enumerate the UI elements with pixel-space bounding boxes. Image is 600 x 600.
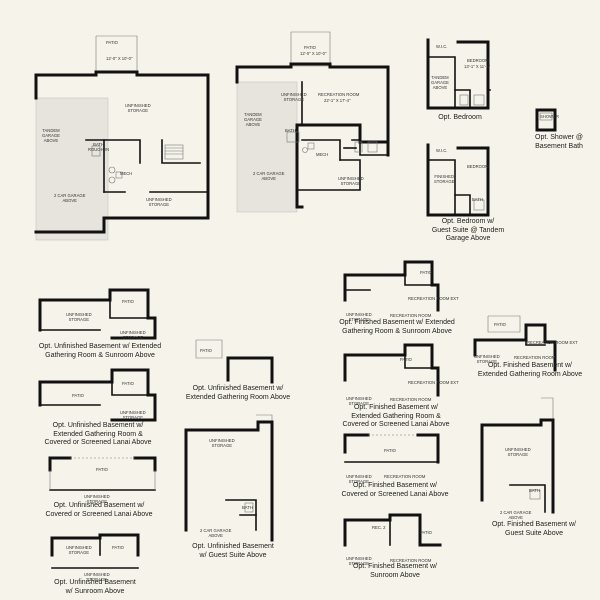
caption-opt-bedroom: Opt. Bedroom [438,114,482,121]
wic-label: W.I.C. [436,44,448,49]
fin-ext-gathering-drawing [473,315,557,372]
unfinished-storage-label: UNFINISHED STORAGE [125,103,151,113]
caption-opt-shower: Opt. Shower @ Basement Bath [535,134,583,150]
caption-unf-ext-gathering-lanai: Opt. Unfinished Basement w/ Extended Gat… [44,422,152,446]
fin-guest-suite-drawing [480,397,555,514]
caption-unf-lanai: Opt. Unfinished Basement w/ Covered or S… [45,502,153,518]
recreation-room-label: RECREATION ROOM [514,355,556,360]
fin-ext-gathering-lanai-drawing [343,343,440,397]
unfinished-storage-label: UNFINISHED STORAGE [66,545,92,555]
unfinished-storage-label: UNFINISHED STORAGE [84,572,110,582]
recreation-room-ext-label: RECREATION ROOM EXT [408,380,459,385]
tandem-garage-label: TANDEM GARAGE ABOVE [42,128,60,143]
rec-2-label: REC. 2 [372,525,386,530]
recreation-room-dimension: 22'-1" x 17'-4" [324,98,351,103]
patio-dimension: 12'-0" x 10'-0" [300,51,327,56]
caption-fin-ext-gathering-lanai: Opt. Finished Basement w/ Extended Gathe… [342,404,450,428]
patio-label: PATIO [400,357,412,362]
caption-opt-bedroom-suite: Opt. Bedroom w/ Guest Suite @ Tandem Gar… [431,218,505,242]
unf-guest-suite-drawing [184,414,274,542]
bath-label: BATH [529,488,540,493]
recreation-room-label: RECREATION ROOM [390,397,432,402]
finished-storage-label: FINISHED STORAGE [434,174,455,184]
fin-ext-gathering-sunroom-drawing [343,260,440,312]
bath-rough-in-label: BATH ROUGH-IN [88,142,110,152]
patio-label: PATIO [72,393,84,398]
caption-unf-ext-gathering: Opt. Unfinished Basement w/ Extended Gat… [185,385,291,401]
unf-lanai-drawing [48,456,157,491]
unfinished-storage-label: UNFINISHED STORAGE [120,330,146,340]
mech-label: MECH [120,171,133,176]
main-plan-left [34,35,210,241]
two-car-garage-label: 2 CAR GARAGE ABOVE [200,528,232,538]
unfinished-storage-label: UNFINISHED STORAGE [346,474,372,484]
patio-label: PATIO [122,299,134,304]
patio-label: PATIO [112,545,124,550]
recreation-room-ext-label: RECREATION ROOM EXT [408,296,459,301]
bedroom-dimension: 13'-1" x 11'-8" [464,64,491,69]
bath-label: BATH [472,197,483,202]
caption-fin-lanai: Opt. Finished Basement w/ Covered or Scr… [341,482,449,498]
patio-label: PATIO [420,270,432,275]
bath-label: BATH [285,128,296,133]
unfinished-storage-label: UNFINISHED STORAGE [66,312,92,322]
unf-ext-gathering-drawing [195,339,274,384]
unfinished-storage-label: UNFINISHED STORAGE [346,312,372,322]
bath-label: BATH [242,505,253,510]
tandem-garage-label: TANDEM GARAGE ABOVE [244,112,262,127]
unf-sunroom-drawing [50,533,140,569]
caption-fin-sunroom: Opt. Finished Basement w/ Sunroom Above [352,563,438,579]
unfinished-storage-label: UNFINISHED STORAGE [505,447,531,457]
unfinished-storage-label: UNFINISHED STORAGE [346,396,372,406]
two-car-garage-label: 2 CAR GARAGE ABOVE [500,510,532,520]
main-plan-middle [235,31,390,213]
unf-ext-gathering-lanai-drawing [38,368,157,422]
patio-dimension: 12'-0" x 10'-0" [106,56,133,61]
fin-sunroom-drawing [343,513,442,547]
recreation-room-ext-label: RECREATION ROOM EXT [527,340,578,345]
recreation-room-label: RECREATION ROOM [390,558,432,563]
caption-fin-ext-gathering: Opt. Finished Basement w/ Extended Gathe… [477,362,583,378]
patio-label: PATIO [122,381,134,386]
shower-label: SHOWER [540,114,559,119]
caption-unf-ext-gathering-sunroom: Opt. Unfinished Basement w/ Extended Gat… [38,343,162,359]
two-car-garage-label: 2 CAR GARAGE ABOVE [54,193,86,203]
recreation-room-label: RECREATION ROOM [318,92,360,97]
bedroom-label: BEDROOM [467,58,489,63]
patio-label: PATIO [200,348,212,353]
unfinished-storage-label: UNFINISHED STORAGE [209,438,235,448]
unfinished-storage-label: UNFINISHED STORAGE [120,410,146,420]
fin-lanai-drawing [343,433,440,464]
unfinished-storage-label: UNFINISHED STORAGE [346,556,372,566]
opt-shower-drawing [535,108,557,132]
unfinished-storage-label: UNFINISHED STORAGE [281,92,307,102]
caption-fin-ext-gathering-sunroom: Opt. Finished Basement w/ Extended Gathe… [339,319,455,335]
patio-label: PATIO [96,467,108,472]
wic-label: W.I.C. [436,148,448,153]
caption-unf-sunroom: Opt. Unfinished Basement w/ Sunroom Abov… [54,579,136,595]
two-car-garage-label: 2 CAR GARAGE ABOVE [253,171,285,181]
caption-unf-guest-suite: Opt. Unfinished Basement w/ Guest Suite … [192,543,274,559]
recreation-room-label: RECREATION ROOM [390,313,432,318]
patio-label: PATIO [420,530,432,535]
mech-label: MECH [316,152,329,157]
tandem-garage-label: TANDEM GARAGE ABOVE [431,75,449,90]
recreation-room-label: RECREATION ROOM [384,474,426,479]
patio-label: PATIO [304,45,316,50]
patio-label: PATIO [494,322,506,327]
unfinished-storage-label: UNFINISHED STORAGE [84,494,110,504]
unfinished-storage-label: UNFINISHED STORAGE [146,197,172,207]
unfinished-storage-label: UNFINISHED STORAGE [338,176,364,186]
patio-label: PATIO [384,448,396,453]
unfinished-storage-label: UNFINISHED STORAGE [474,354,500,364]
caption-fin-guest-suite: Opt. Finished Basement w/ Guest Suite Ab… [491,521,577,537]
bedroom-label: BEDROOM [467,164,489,169]
opt-bedroom-drawing [426,38,491,110]
patio-label: PATIO [106,40,118,45]
unf-ext-gathering-sunroom-drawing [38,288,157,340]
opt-bedroom-suite-drawing [426,143,490,217]
